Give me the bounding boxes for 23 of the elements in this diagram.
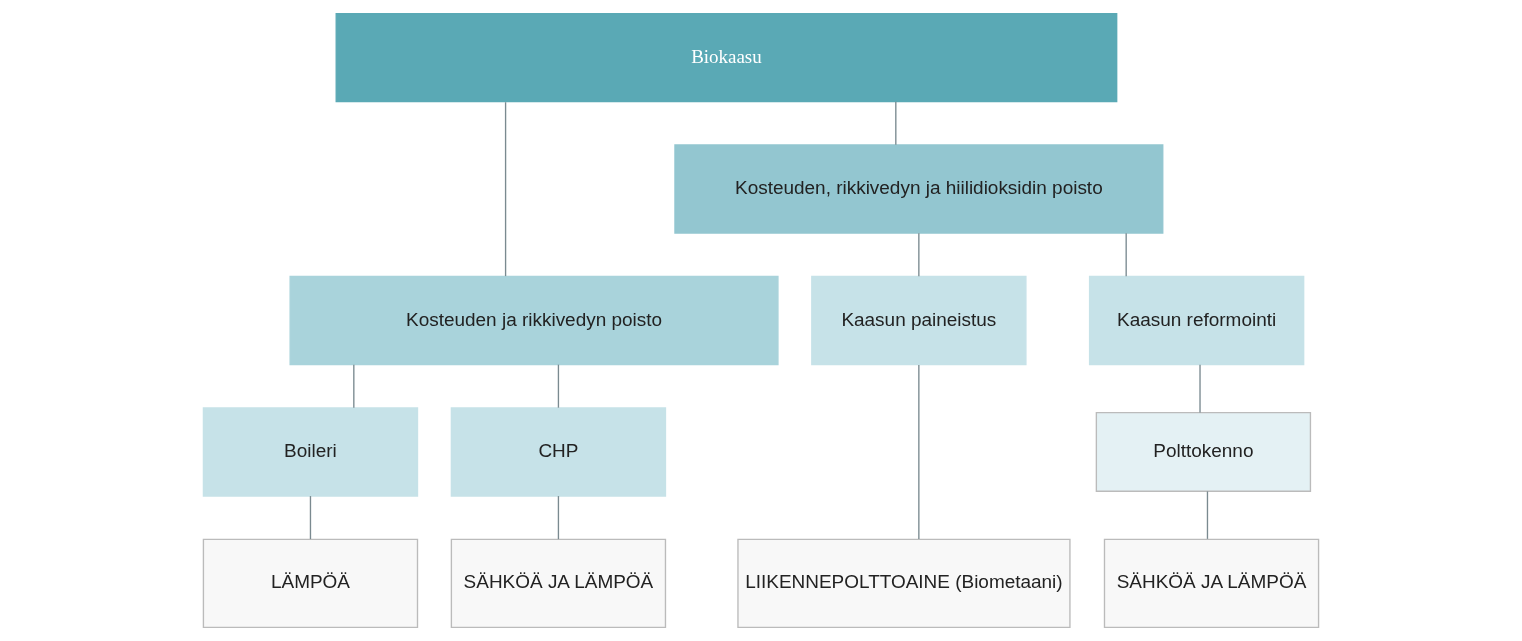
node-box: SÄHKÖÄ JA LÄMPÖÄ xyxy=(450,538,667,629)
node-box: Kaasun paineistus xyxy=(811,275,1027,366)
connector xyxy=(557,363,560,409)
node-box: LIIKENNEPOLTTOAINE (Biometaani) xyxy=(737,538,1071,629)
connector xyxy=(895,101,897,146)
connector xyxy=(1199,363,1201,414)
connector xyxy=(309,495,312,540)
node-box: Biokaasu xyxy=(335,12,1118,103)
connector xyxy=(504,101,507,277)
connector xyxy=(557,495,560,540)
node-box: Kosteuden ja rikkivedyn poisto xyxy=(289,275,779,366)
connector xyxy=(1206,490,1209,540)
node-box: LÄMPÖÄ xyxy=(202,538,419,629)
node-box: Kaasun reformointi xyxy=(1088,275,1305,366)
node-box: Polttokenno xyxy=(1095,411,1312,492)
node-box: CHP xyxy=(450,407,667,497)
node-box: Boileri xyxy=(202,407,419,497)
node-box: SÄHKÖÄ JA LÄMPÖÄ xyxy=(1103,538,1320,629)
connector xyxy=(353,363,355,409)
connector xyxy=(1125,232,1127,277)
connector xyxy=(918,232,920,277)
node-box: Kosteuden, rikkivedyn ja hiilidioksidin poisto xyxy=(674,144,1164,234)
connector xyxy=(918,364,920,540)
